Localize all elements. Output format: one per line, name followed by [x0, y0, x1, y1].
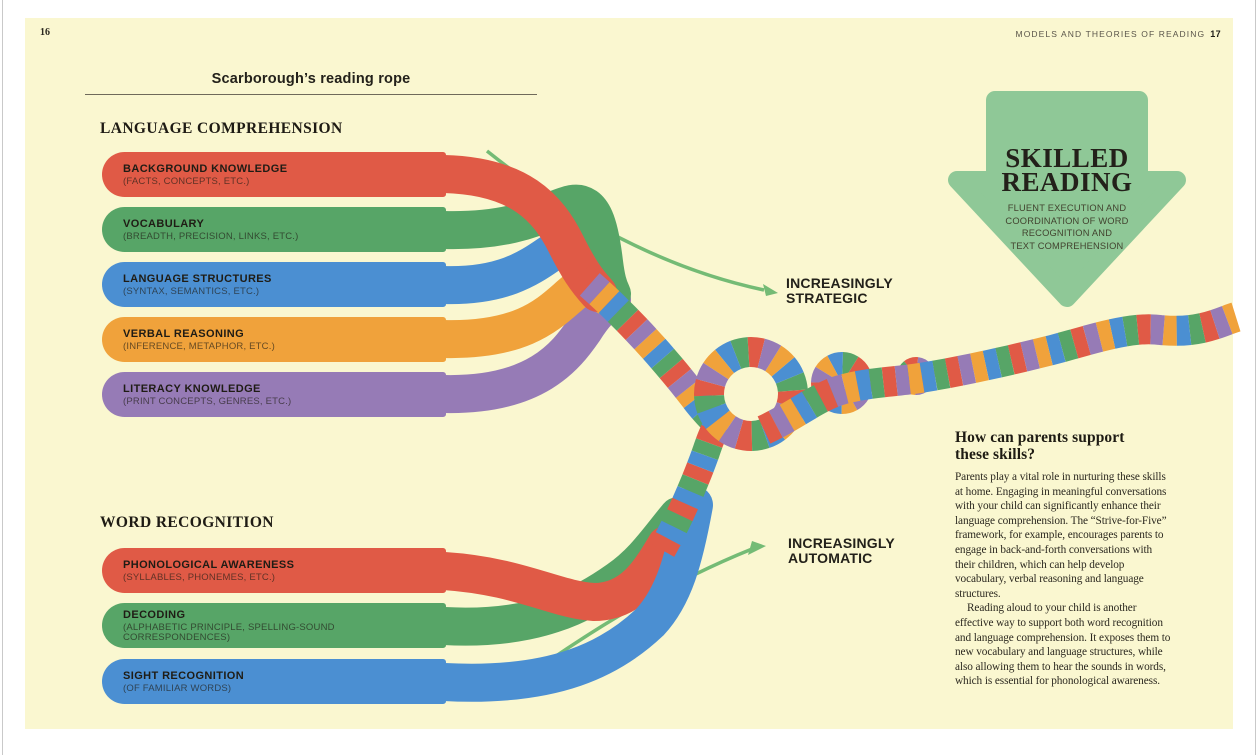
page-number-left: 16 — [40, 27, 50, 38]
strand-phonological-awareness: PHONOLOGICAL AWARENESS (SYLLABLES, PHONE… — [102, 548, 446, 593]
strand-label: VOCABULARY — [123, 217, 205, 230]
support-heading: How can parents support these skills? — [955, 429, 1125, 463]
increasingly-strategic-label: INCREASINGLY STRATEGIC — [786, 275, 893, 306]
strand-verbal-reasoning: VERBAL REASONING (INFERENCE, METAPHOR, E… — [102, 317, 446, 362]
strand-label: DECODING — [123, 608, 186, 621]
strand-background-knowledge: BACKGROUND KNOWLEDGE (FACTS, CONCEPTS, E… — [102, 152, 446, 197]
strand-label: LITERACY KNOWLEDGE — [123, 382, 261, 395]
strand-sublabel: (INFERENCE, METAPHOR, ETC.) — [123, 340, 275, 352]
photo-right-edge — [1255, 0, 1256, 755]
running-head: MODELS AND THEORIES OF READING 17 — [1016, 29, 1221, 39]
strand-label: PHONOLOGICAL AWARENESS — [123, 558, 295, 571]
skilled-reading-subtitle-line: COORDINATION OF WORD — [1005, 215, 1129, 226]
word-recognition-heading: WORD RECOGNITION — [100, 514, 274, 531]
strand-label: SIGHT RECOGNITION — [123, 669, 245, 682]
photo-left-edge — [2, 0, 3, 755]
language-strand-curves — [425, 155, 631, 414]
strand-label: VERBAL REASONING — [123, 327, 245, 340]
strand-decoding: DECODING (ALPHABETIC PRINCIPLE, SPELLING… — [102, 603, 446, 648]
strand-vocabulary: VOCABULARY (BREADTH, PRECISION, LINKS, E… — [102, 207, 446, 252]
skilled-reading-subtitle-line: TEXT COMPREHENSION — [1010, 240, 1124, 251]
skilled-reading-title: SKILLED READING — [1001, 143, 1133, 197]
strand-label: LANGUAGE STRUCTURES — [123, 272, 272, 285]
increasingly-automatic-label: INCREASINGLY AUTOMATIC — [788, 535, 895, 566]
skilled-reading-arrow — [948, 91, 1186, 307]
diagram-title: Scarborough’s reading rope — [85, 71, 537, 95]
strand-label: BACKGROUND KNOWLEDGE — [123, 162, 288, 175]
skilled-reading-subtitle: FLUENT EXECUTION AND COORDINATION OF WOR… — [982, 202, 1152, 252]
running-head-text: MODELS AND THEORIES OF READING — [1015, 29, 1206, 39]
strand-sublabel: (ALPHABETIC PRINCIPLE, SPELLING-SOUND CO… — [123, 621, 335, 643]
strand-language-structures: LANGUAGE STRUCTURES (SYNTAX, SEMANTICS, … — [102, 262, 446, 307]
support-text-block: How can parents support these skills? Pa… — [955, 429, 1173, 689]
support-paragraph-2: Reading aloud to your child is another e… — [955, 602, 1171, 688]
skilled-reading-subtitle-line: RECOGNITION AND — [1021, 228, 1113, 239]
strand-literacy-knowledge: LITERACY KNOWLEDGE (PRINT CONCEPTS, GENR… — [102, 372, 446, 417]
support-paragraph-1: Parents play a vital role in nurturing t… — [955, 471, 1167, 600]
strand-sublabel: (SYLLABLES, PHONEMES, ETC.) — [123, 571, 276, 583]
strand-sublabel: (FACTS, CONCEPTS, ETC.) — [123, 175, 250, 187]
strand-sublabel: (PRINT CONCEPTS, GENRES, ETC.) — [123, 395, 292, 407]
strand-sublabel: (SYNTAX, SEMANTICS, ETC.) — [123, 285, 260, 297]
language-comprehension-heading: LANGUAGE COMPREHENSION — [100, 120, 343, 137]
strand-sight-recognition: SIGHT RECOGNITION (OF FAMILIAR WORDS) — [102, 659, 446, 704]
strand-sublabel: (OF FAMILIAR WORDS) — [123, 682, 232, 694]
skilled-reading-subtitle-line: FLUENT EXECUTION AND — [1007, 203, 1127, 213]
page-number-right: 17 — [1210, 29, 1221, 39]
strand-sublabel: (BREADTH, PRECISION, LINKS, ETC.) — [123, 230, 299, 242]
